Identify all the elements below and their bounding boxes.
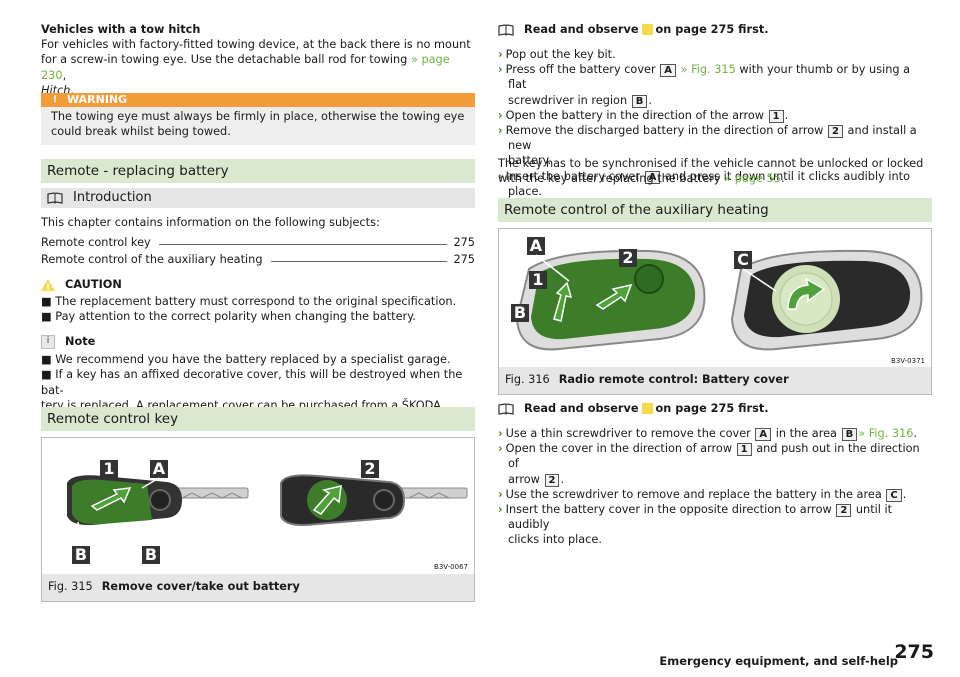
step-item-cont: screwdriver in region B. (508, 93, 652, 108)
step-item-cont: arrow 2. (508, 472, 565, 487)
svg-text:A: A (530, 236, 543, 255)
step-item-cont: battery. (508, 154, 552, 168)
svg-text:!: ! (46, 283, 50, 291)
svg-text:B: B (514, 303, 526, 322)
intro-title: Introduction (73, 190, 152, 205)
steps-aux: ›Use a thin screwdriver to remove the co… (498, 426, 932, 548)
step-item-cont: clicks into place. (508, 533, 602, 547)
warning-header: ! WARNING (41, 93, 475, 107)
intro-heading: Introduction (41, 188, 475, 208)
caution-marker-icon (641, 403, 653, 415)
warning-text-1: The towing eye must always be firmly in … (51, 110, 465, 123)
section-heading-aux-heating: Remote control of the auxiliary heating (498, 198, 932, 222)
book-icon (498, 402, 514, 415)
svg-text:1: 1 (103, 459, 114, 478)
section-heading-remote-battery: Remote - replacing battery (41, 159, 475, 183)
figure-315: 1 A B B 2 B3 (41, 437, 475, 602)
key-cover-illustration: 1 A B B (42, 438, 257, 574)
tow-hitch-text-1: For vehicles with factory-fitted towing … (41, 38, 471, 52)
step-item: ›Use a thin screwdriver to remove the co… (498, 427, 918, 441)
svg-text:1: 1 (532, 270, 543, 289)
note-item: ■ If a key has an affixed decorative cov… (41, 368, 463, 397)
warning-label: WARNING (67, 93, 128, 106)
caution-marker-icon (641, 24, 653, 36)
tow-hitch-text-2: for a screw-in towing eye. Use the detac… (41, 53, 450, 82)
caution-header: ! CAUTION (41, 277, 475, 292)
steps-key: ›Pop out the key bit. ›Press off the bat… (498, 47, 932, 199)
footer-chapter: Emergency equipment, and self-help (659, 654, 898, 668)
step-item: ›Press off the battery cover A » Fig. 31… (498, 63, 911, 92)
step-item: ›Insert the battery cover in the opposit… (498, 503, 893, 532)
svg-text:B: B (75, 545, 87, 564)
tow-hitch-title: Vehicles with a tow hitch (41, 23, 201, 36)
fig-link-315[interactable]: » Fig. 315 (680, 63, 736, 77)
caution-block: ! CAUTION ■ The replacement battery must… (41, 277, 475, 325)
step-item: ›Open the cover in the direction of arro… (498, 442, 920, 471)
step-item: ›Pop out the key bit. (498, 48, 616, 61)
step-item: ›Use the screwdriver to remove and repla… (498, 487, 907, 502)
step-item: ›Insert the battery cover A and press it… (498, 169, 911, 198)
remote-battery-illustration: C (716, 229, 931, 367)
figure-315-code: B3V-0067 (432, 563, 470, 571)
caution-item: ■ Pay attention to the correct polarity … (41, 310, 416, 324)
page-link-55[interactable]: » page 55 (724, 172, 781, 186)
note-item: ■ We recommend you have the battery repl… (41, 353, 451, 367)
caution-item: ■ The replacement battery must correspon… (41, 295, 457, 309)
fig-link-316[interactable]: » Fig. 316 (858, 427, 914, 440)
warning-text-2: could break whilst being towed. (51, 125, 231, 139)
sync-note: The key has to be synchronised if the ve… (498, 157, 924, 186)
tow-hitch-block: Vehicles with a tow hitch For vehicles w… (41, 22, 475, 98)
book-icon (498, 23, 514, 36)
step-item: ›Open the battery in the direction of th… (498, 108, 789, 123)
step-item: ›Remove the discharged battery in the di… (498, 124, 917, 153)
figure-316: A 2 1 B C B3V-0371 (498, 228, 932, 395)
caution-triangle-icon: ! (41, 278, 55, 291)
svg-text:A: A (153, 459, 166, 478)
intro-text: This chapter contains information on the… (41, 216, 380, 229)
page-link-230[interactable]: » page 230 (41, 53, 450, 82)
book-icon (47, 192, 63, 204)
note-header: i Note (41, 334, 475, 349)
svg-text:2: 2 (364, 459, 375, 478)
page-number: 275 (894, 641, 934, 663)
remote-cover-illustration: A 2 1 B (499, 229, 714, 367)
svg-text:C: C (737, 250, 749, 269)
key-battery-illustration: 2 (259, 438, 474, 574)
svg-text:B: B (145, 545, 157, 564)
exclamation-icon: ! (52, 94, 58, 105)
section-heading-remote-key: Remote control key (41, 407, 475, 431)
figure-316-code: B3V-0371 (889, 357, 927, 365)
svg-text:2: 2 (622, 248, 633, 267)
info-icon: i (41, 334, 55, 349)
page-footer: Emergency equipment, and self-help 275 (659, 641, 942, 676)
warning-box: ! WARNING The towing eye must always be … (41, 93, 475, 145)
